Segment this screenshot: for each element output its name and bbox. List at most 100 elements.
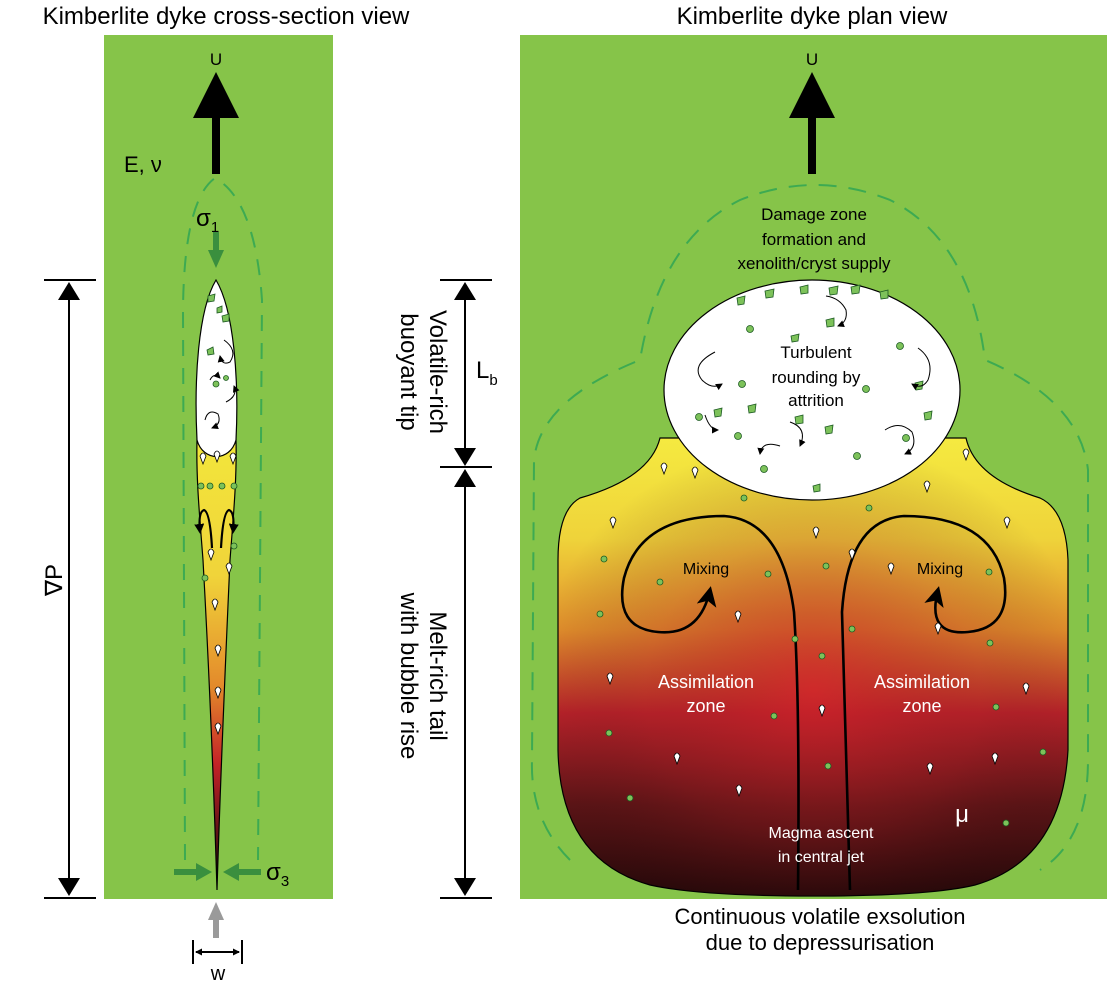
turbulence-arrow (697, 351, 723, 391)
pressure-gradient-label: ∇P (41, 564, 68, 597)
bubble (822, 562, 830, 570)
crystal (713, 407, 723, 418)
bubble (199, 452, 207, 466)
bubble (812, 526, 820, 540)
bubble (230, 482, 238, 490)
assimilation-left-line1: Assimilation (658, 672, 754, 692)
bubble (1022, 682, 1030, 696)
bubble (214, 644, 222, 658)
bubble (896, 342, 904, 350)
plan-view-title: Kimberlite dyke plan view (677, 3, 948, 30)
crystal (923, 410, 933, 421)
turbulence-arrow (225, 385, 240, 403)
crystal (850, 284, 861, 295)
right-mixing-flow-arrow (840, 514, 1007, 891)
cross-section-title: Kimberlite dyke cross-section view (43, 3, 410, 30)
tip-label-line2: buoyant tip (395, 313, 422, 430)
bubble (738, 380, 746, 388)
bubble (902, 434, 910, 442)
bubble (225, 562, 233, 576)
tip-turbulence (204, 339, 240, 430)
dyke-volatile-tip (195, 278, 238, 457)
viscosity-symbol: μ (955, 801, 969, 828)
sigma1-arrow-icon (208, 250, 224, 268)
bubble (218, 482, 226, 490)
bubble (605, 729, 613, 737)
damage-zone-line2: formation and (762, 230, 866, 249)
plan-tip-bubbles (695, 325, 910, 473)
bubble (660, 462, 668, 476)
bubble (986, 639, 994, 647)
mixing-left-label: Mixing (683, 561, 729, 578)
bubble (626, 794, 634, 802)
sigma1-arrow-shaft (213, 232, 219, 252)
plan-melt-white-bubbles (606, 448, 1030, 798)
upward-arrowhead-icon (193, 72, 239, 118)
bubble (791, 635, 799, 643)
turbulence-arrow (789, 421, 806, 447)
turbulence-arrow (209, 371, 221, 381)
sigma3-arrow-right-icon (223, 863, 239, 881)
plan-damage-zone-outline (530, 184, 1089, 871)
bubble (865, 504, 873, 512)
bubble (934, 622, 942, 636)
plan-view-panel: U Damage zone formation and xenolith/cry… (520, 35, 1107, 955)
elastic-modulus-label: E, ν (124, 152, 162, 177)
bubble (230, 542, 238, 550)
bubble (207, 548, 215, 562)
bubble (887, 562, 895, 576)
bubble (735, 784, 743, 798)
bubble (862, 385, 870, 393)
sigma3-arrow-left-icon (196, 863, 212, 881)
bubble (818, 704, 826, 718)
turbulence-arrow (825, 295, 847, 328)
damage-zone-line1: Damage zone (761, 205, 867, 224)
left-mixing-flow-arrow (620, 514, 800, 891)
bubble (229, 452, 237, 466)
crystal (207, 293, 216, 303)
damage-zone-line3: xenolith/cryst supply (737, 254, 891, 273)
bubble (1002, 819, 1010, 827)
central-jet-line2: in central jet (778, 849, 865, 866)
bubble (673, 752, 681, 766)
assimilation-right-line2: zone (902, 696, 941, 716)
sigma3-arrow-right-shaft (237, 869, 261, 875)
sigma1-subscript: 1 (211, 219, 219, 236)
bubble (770, 712, 778, 720)
plan-tip-crystals (713, 284, 933, 493)
bubble (734, 432, 742, 440)
bubble (746, 325, 754, 333)
bubble (853, 452, 861, 460)
sigma3-arrow-left-shaft (174, 869, 198, 875)
pressure-gradient-arrow-up-icon (58, 282, 80, 300)
plan-upward-arrow-shaft (808, 116, 816, 174)
bubble (991, 752, 999, 766)
buoyant-length-label: Lb (476, 357, 498, 389)
crystal (799, 284, 809, 295)
crystal (825, 317, 835, 328)
bubble (985, 568, 993, 576)
bubble (962, 448, 970, 462)
bubble (214, 686, 222, 700)
crystal (828, 285, 839, 296)
crystal (824, 424, 834, 435)
bubble (197, 482, 205, 490)
central-jet-line1: Magma ascent (769, 825, 874, 842)
bubble (212, 380, 220, 388)
bubble (923, 480, 931, 494)
bubble (1039, 748, 1047, 756)
bubble (1003, 516, 1011, 530)
bubble (206, 482, 214, 490)
melt-white-bubbles (199, 450, 237, 736)
assimilation-right-line1: Assimilation (874, 672, 970, 692)
cross-section-panel: U E, ν σ1 σ3 w ∇P (41, 35, 333, 982)
mixing-right-label: Mixing (917, 561, 963, 578)
bubble (848, 548, 856, 562)
crystal (812, 483, 821, 493)
buoyant-length-subscript: b (489, 372, 497, 389)
bubble (848, 625, 856, 633)
bubble (223, 375, 229, 381)
turbulent-line2: rounding by (772, 368, 861, 387)
crystal (747, 403, 757, 414)
